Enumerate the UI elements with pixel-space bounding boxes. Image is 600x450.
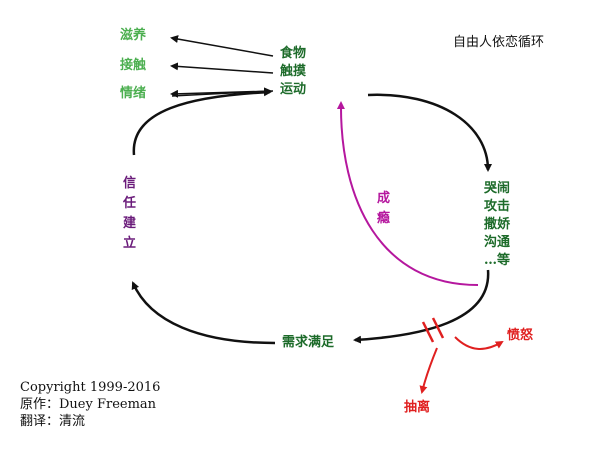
addiction-char-2: 瘾 [377,211,391,226]
trust-char-3: 建 [123,216,137,231]
translator-line: 翻译：清流 [20,414,86,429]
arrow-food-to-nourish [170,35,274,57]
arc-satisfaction-to-trust [131,281,276,345]
item-movement: 运动 [280,82,307,97]
diagram-title: 自由人依恋循环 [453,35,545,50]
arrow-to-anger [454,336,504,350]
trust-char-4: 立 [123,236,137,251]
need-emotion: 情绪 [120,86,147,101]
need-satisfied-label: 需求满足 [282,335,335,350]
arrow-touch-to-contact [170,62,274,74]
arc-center-to-behaviors [367,93,492,172]
arc-trust-to-center [132,88,272,156]
break-mark-1 [421,321,435,343]
break-mark-2 [431,317,445,339]
behavior-communicate: 沟通 [484,235,511,250]
arc-addiction [336,101,479,286]
behavior-etc: …等 [484,253,511,268]
item-food: 食物 [280,46,307,61]
withdrawal-label: 抽离 [404,400,431,415]
behavior-attack: 攻击 [484,199,511,214]
copyright-block: Copyright 1999-2016 原作：Duey Freeman 翻译：清… [20,379,160,430]
copyright-line: Copyright 1999-2016 [20,380,161,395]
original-author-line: 原作：Duey Freeman [20,397,157,412]
addiction-char-1: 成 [377,191,391,206]
trust-char-1: 信 [123,176,137,191]
anger-label: 愤怒 [507,328,534,343]
behavior-crying: 哭闹 [484,181,511,196]
item-touch: 触摸 [280,64,307,79]
need-nourish: 滋养 [120,28,147,43]
need-contact: 接触 [120,58,147,73]
arrow-to-withdrawal [419,347,438,394]
behavior-pouting: 撒娇 [484,217,511,232]
arc-behaviors-to-satisfaction [353,269,490,344]
trust-char-2: 任 [123,196,137,211]
